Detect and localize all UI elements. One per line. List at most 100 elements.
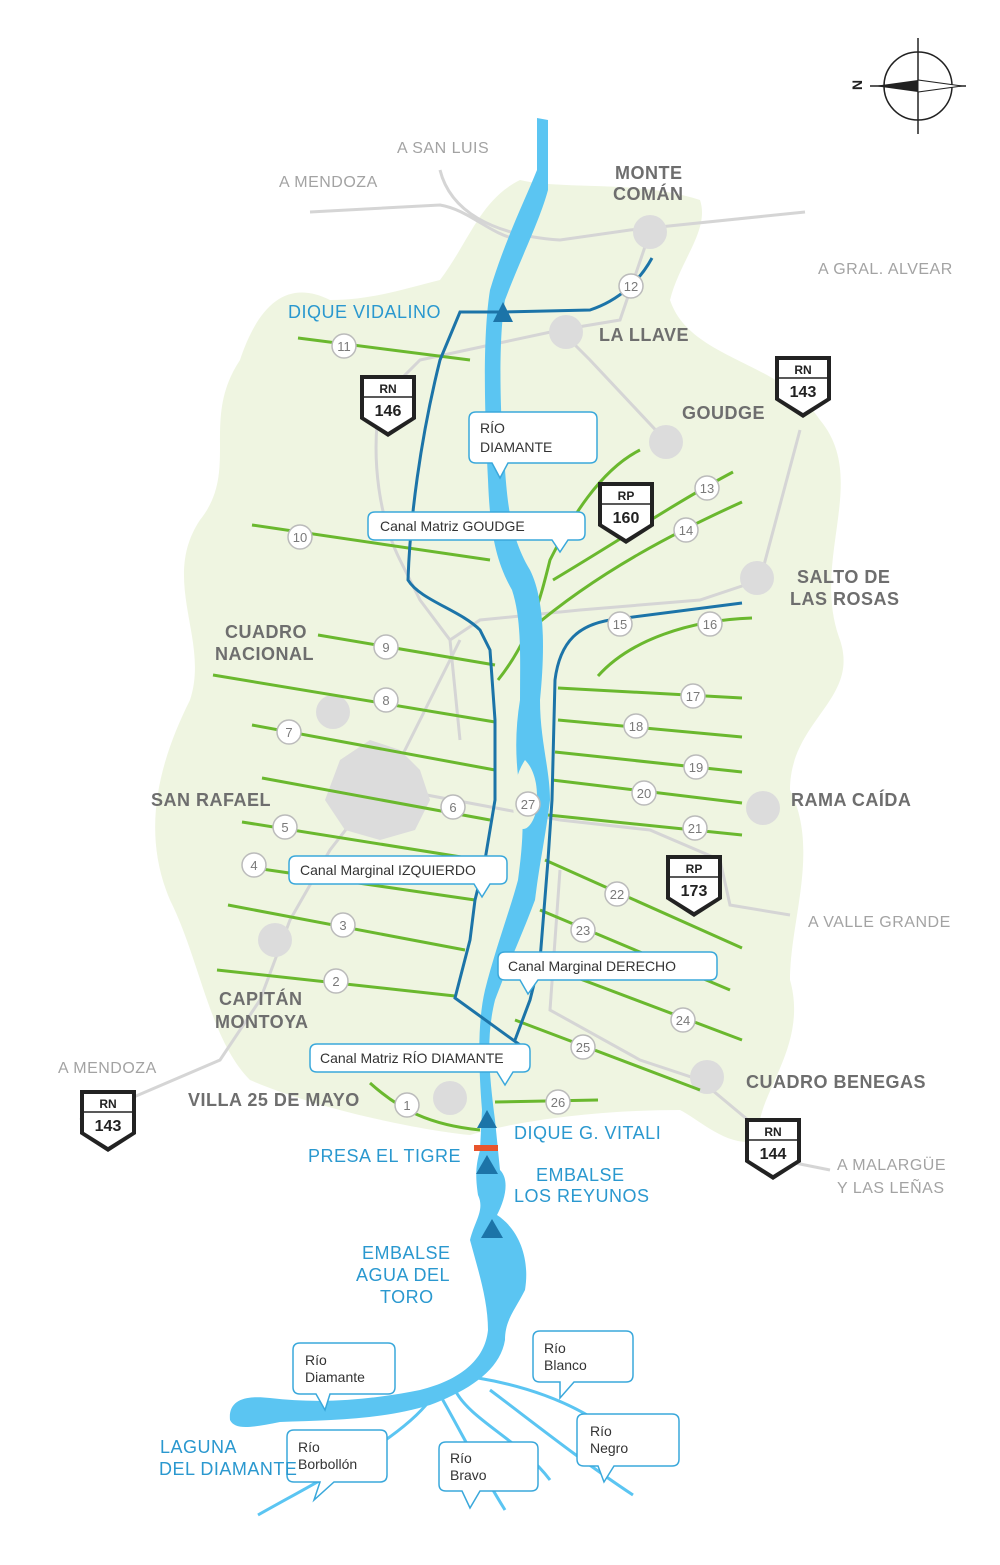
callout-rio-diamante: RÍO DIAMANTE <box>468 411 598 480</box>
svg-text:5: 5 <box>281 820 288 835</box>
svg-text:143: 143 <box>790 384 817 401</box>
embalse-toro-marker <box>481 1219 503 1238</box>
canal-line-17 <box>557 686 743 700</box>
label-presa-el-tigre: PRESA EL TIGRE <box>308 1146 461 1166</box>
town-blob-san-rafael <box>325 740 430 840</box>
water-labels: DIQUE VIDALINO DIQUE G. VITALI PRESA EL … <box>159 302 661 1479</box>
svg-text:RN: RN <box>379 382 396 396</box>
callout-src-rio-negro: Río Negro <box>576 1413 680 1484</box>
svg-text:Blanco: Blanco <box>544 1357 587 1373</box>
canal-badge-14: 14 <box>673 517 699 543</box>
svg-text:2: 2 <box>332 974 339 989</box>
svg-text:23: 23 <box>576 923 590 938</box>
canal-line-21 <box>547 813 743 837</box>
compass-north-letter: N <box>849 80 865 90</box>
canal-badge-1: 1 <box>394 1092 420 1118</box>
road-a-san-luis <box>438 169 806 242</box>
canal-badge-16: 16 <box>697 611 723 637</box>
shield-rn143-east: RN 143 <box>775 356 831 418</box>
canal-badge-27: 27 <box>515 791 541 817</box>
dams <box>474 302 513 1238</box>
route-shields: RN 146 RN 143 RP 160 RP 173 <box>80 356 831 1180</box>
dique-vidalino-marker <box>493 302 513 322</box>
svg-text:RP: RP <box>618 489 635 503</box>
svg-text:24: 24 <box>676 1013 690 1028</box>
label-laguna-2: DEL DIAMANTE <box>159 1459 297 1479</box>
svg-text:Río: Río <box>298 1439 320 1455</box>
label-a-malargue-2: Y LAS LEÑAS <box>837 1177 944 1197</box>
canal-badge-20: 20 <box>631 780 657 806</box>
svg-text:4: 4 <box>250 858 257 873</box>
svg-text:Canal Matriz RÍO DIAMANTE: Canal Matriz RÍO DIAMANTE <box>320 1050 504 1066</box>
svg-text:Negro: Negro <box>590 1440 628 1456</box>
svg-text:RN: RN <box>764 1125 781 1139</box>
label-rama-caida: RAMA CAÍDA <box>791 789 911 810</box>
label-cuadro-nacional-1: CUADRO <box>225 622 307 642</box>
tributary-negro <box>489 1388 634 1497</box>
callout-canal-marginal-izquierdo: Canal Marginal IZQUIERDO <box>288 855 508 899</box>
svg-text:21: 21 <box>688 821 702 836</box>
callout-src-rio-blanco: Río Blanco <box>532 1330 634 1400</box>
label-salto-2: LAS ROSAS <box>790 589 900 609</box>
canal-badge-18: 18 <box>623 713 649 739</box>
river-main <box>229 118 551 1427</box>
town-blob-goudge <box>649 425 683 459</box>
compass-rose: N <box>849 38 966 134</box>
callout-src-rio-diamante: Río Diamante <box>292 1342 396 1412</box>
canal-line-8 <box>212 673 496 724</box>
svg-text:RN: RN <box>99 1097 116 1111</box>
town-blob-salto <box>740 561 774 595</box>
shield-rp160: RP 160 <box>598 482 654 544</box>
svg-text:Bravo: Bravo <box>450 1467 487 1483</box>
canal-badge-19: 19 <box>683 754 709 780</box>
svg-text:1: 1 <box>403 1098 410 1113</box>
svg-text:Río: Río <box>590 1423 612 1439</box>
svg-text:10: 10 <box>293 530 307 545</box>
svg-text:17: 17 <box>686 689 700 704</box>
canal-line-14 <box>529 500 743 632</box>
canal-badge-9: 9 <box>373 634 399 660</box>
canal-badge-24: 24 <box>670 1007 696 1033</box>
town-blob-cuadro-nacional <box>316 695 350 729</box>
svg-text:27: 27 <box>521 797 535 812</box>
svg-text:RÍO: RÍO <box>480 420 505 436</box>
canal-line-25 <box>514 1018 701 1092</box>
svg-text:160: 160 <box>613 510 640 527</box>
svg-text:Canal Marginal IZQUIERDO: Canal Marginal IZQUIERDO <box>300 862 476 878</box>
callout-src-rio-borbollon: Río Borbollón <box>286 1429 388 1503</box>
canal-badge-15: 15 <box>607 611 633 637</box>
label-san-rafael: SAN RAFAEL <box>151 790 271 810</box>
canal-badge-26: 26 <box>545 1089 571 1115</box>
canal-badge-7: 7 <box>276 719 302 745</box>
label-villa-25: VILLA 25 DE MAYO <box>188 1090 360 1110</box>
svg-text:8: 8 <box>382 693 389 708</box>
label-salto-1: SALTO DE <box>797 567 890 587</box>
svg-text:Canal Marginal DERECHO: Canal Marginal DERECHO <box>508 958 676 974</box>
svg-text:9: 9 <box>382 640 389 655</box>
label-dique-vidalino: DIQUE VIDALINO <box>288 302 441 322</box>
canal-line-22 <box>544 858 743 950</box>
label-embalse-toro-2: AGUA DEL <box>356 1265 450 1285</box>
town-blob-rama-caida <box>746 791 780 825</box>
town-blob-cuadro-benegas <box>690 1060 724 1094</box>
canal-line-18 <box>557 718 743 739</box>
label-cuadro-nacional-2: NACIONAL <box>215 644 314 664</box>
svg-text:143: 143 <box>95 1118 122 1135</box>
canal-badge-6: 6 <box>440 794 466 820</box>
label-a-san-luis: A SAN LUIS <box>397 140 489 157</box>
town-blob-capitan-montoya <box>258 923 292 957</box>
shield-rp173: RP 173 <box>666 855 722 917</box>
embalse-reyunos-marker <box>476 1155 498 1174</box>
presa-el-tigre-marker <box>474 1145 498 1151</box>
svg-text:19: 19 <box>689 760 703 775</box>
canal-badge-22: 22 <box>604 881 630 907</box>
callouts: RÍO DIAMANTE Canal Matriz GOUDGE Canal M… <box>286 411 718 1510</box>
label-embalse-toro-3: TORO <box>380 1287 434 1307</box>
label-capitan-1: CAPITÁN <box>219 988 303 1009</box>
svg-text:173: 173 <box>681 883 708 900</box>
svg-text:RP: RP <box>686 862 703 876</box>
canal-line-9 <box>317 633 496 667</box>
callout-src-rio-bravo: Río Bravo <box>438 1441 539 1510</box>
svg-text:Borbollón: Borbollón <box>298 1456 357 1472</box>
